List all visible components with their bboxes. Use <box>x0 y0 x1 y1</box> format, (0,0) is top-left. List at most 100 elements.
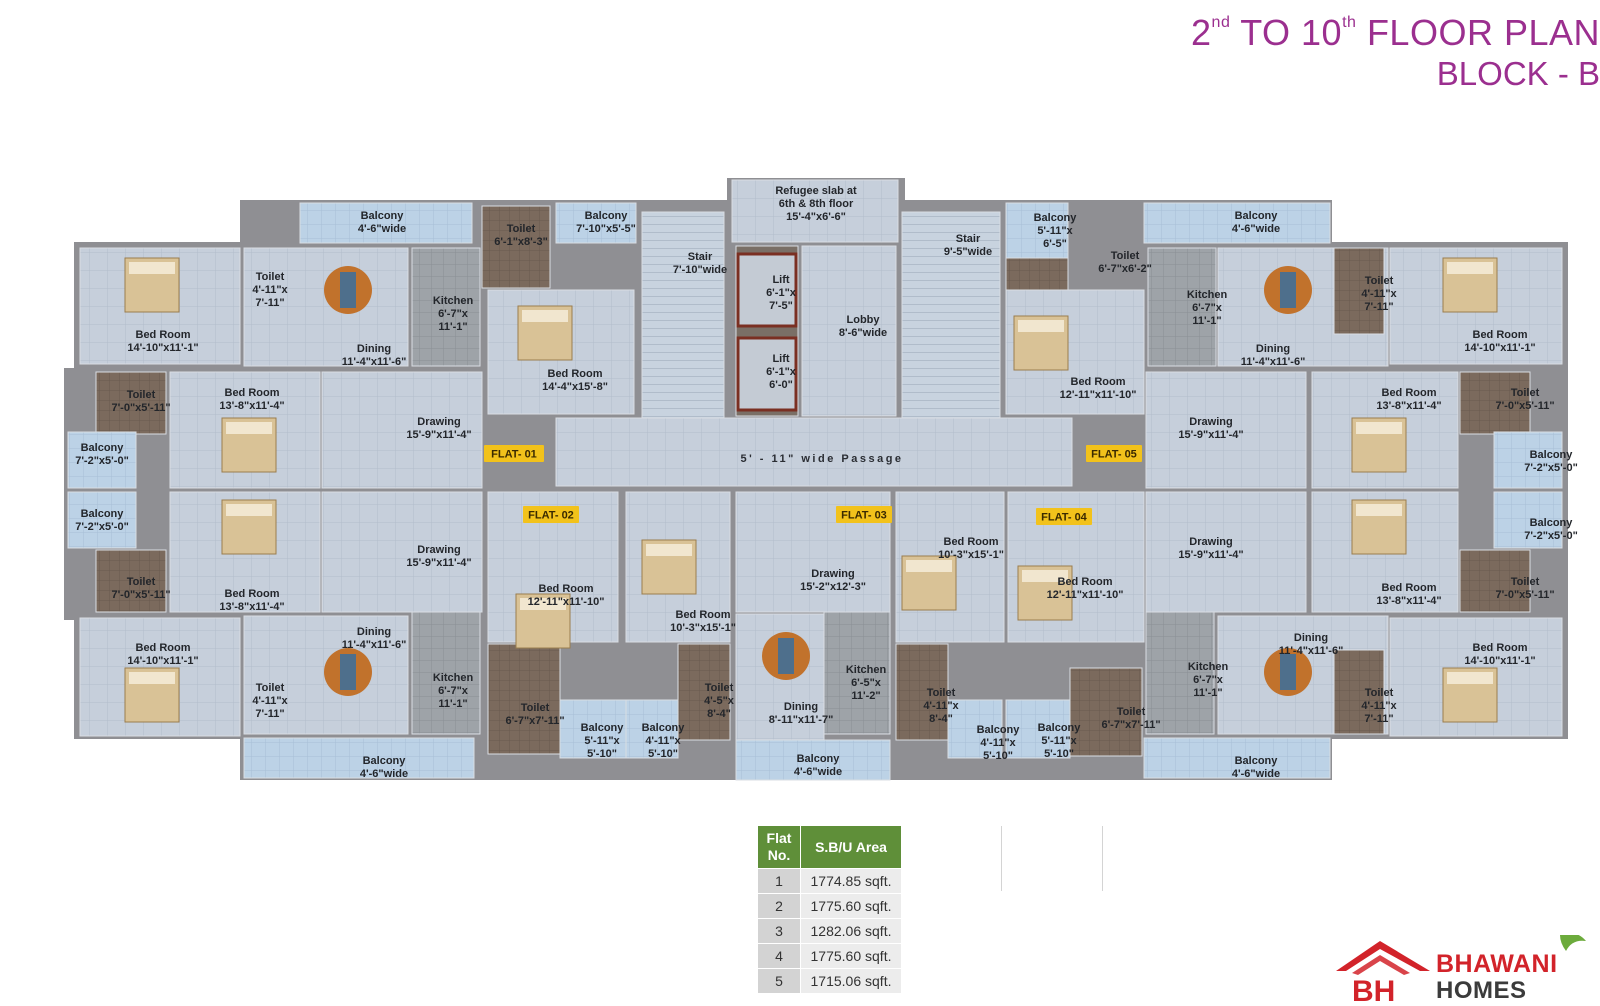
room-name: Balcony <box>363 755 407 767</box>
room-dimension: 13'-8"x11'-4" <box>219 400 284 412</box>
room-dimension: 4'-11"x <box>980 737 1016 749</box>
room-dimension: 7'-11" <box>1364 301 1393 313</box>
room-name: Toilet <box>1117 706 1146 718</box>
balcony-floor <box>1143 737 1331 779</box>
balcony-floor <box>625 699 679 759</box>
room-name: Balcony <box>81 442 125 454</box>
room-dimension: 6'-7"x <box>1192 302 1223 314</box>
balcony-floor <box>735 739 891 781</box>
room-dimension: 14'-10"x11'-1" <box>127 655 198 667</box>
bed-icon <box>1351 499 1407 555</box>
room-name: Toilet <box>256 682 285 694</box>
room-dimension: 14'-10"x11'-1" <box>1464 342 1535 354</box>
room-dimension: 12'-11"x11'-10" <box>528 596 605 608</box>
room-name: Bed Room <box>225 387 280 399</box>
room-dimension: 4'-6"wide <box>358 223 406 235</box>
room-dimension: 8'-4" <box>707 708 731 720</box>
room-name: Stair <box>956 233 981 245</box>
room-name: Balcony <box>1530 449 1574 461</box>
room-name: Toilet <box>1511 387 1540 399</box>
plan-title: 2nd TO 10th FLOOR PLAN BLOCK - B <box>1191 2 1600 94</box>
room-name: Bed Room <box>676 609 731 621</box>
flat-tag-label: FLAT- 01 <box>491 449 537 461</box>
room-dimension: 15'-9"x11'-4" <box>406 557 471 569</box>
flat-no-cell: 2 <box>757 893 801 919</box>
room-name: Bed Room <box>539 583 594 595</box>
room-name: Toilet <box>521 702 550 714</box>
room-name: Stair <box>688 251 713 263</box>
room-dimension: 7'-2"x5'-0" <box>1524 530 1578 542</box>
header-flat-no: Flat No. <box>757 825 801 869</box>
room-dimension: 15'-4"x6'-6" <box>786 211 846 223</box>
room-name: Kitchen <box>1188 661 1229 673</box>
balcony-floor <box>299 202 473 244</box>
bed-icon <box>517 305 573 361</box>
room-dimension: 14'-10"x11'-1" <box>1464 655 1535 667</box>
bed-icon <box>124 257 180 313</box>
room-name: Bed Room <box>548 368 603 380</box>
room-dimension: 15'-2"x12'-3" <box>800 581 866 593</box>
room-dimension: 11'-1" <box>438 698 467 710</box>
area-cell: 1774.85 sqft. <box>800 868 902 894</box>
room-name: Lobby <box>847 314 881 326</box>
drawing-floor <box>1145 491 1307 613</box>
balcony-floor <box>947 699 1003 759</box>
toilet-floor <box>95 371 167 435</box>
room-dimension: 4'-6"wide <box>360 768 408 780</box>
plan-title-line1: 2nd TO 10th FLOOR PLAN <box>1191 12 1600 53</box>
plan-title-block: BLOCK - B <box>1436 55 1600 92</box>
room-dimension: 5'-10" <box>1044 748 1074 760</box>
bed-icon <box>221 417 277 473</box>
dining-table-icon <box>324 266 372 314</box>
divider-line <box>1001 826 1002 891</box>
roof-icon <box>1336 941 1430 971</box>
room-dimension: 7'-0"x5'-11" <box>111 589 170 601</box>
room-dimension: 5'-11"x <box>1041 735 1077 747</box>
room-name: Balcony <box>361 210 405 222</box>
kitchen-floor <box>411 611 481 735</box>
room-dimension: 4'-11"x <box>252 695 288 707</box>
room-name: Drawing <box>417 416 460 428</box>
room-dimension: 7'-11" <box>255 297 284 309</box>
kitchen-floor <box>1147 247 1217 367</box>
room-name: Drawing <box>417 544 460 556</box>
room-dimension: 4'-5"x <box>704 695 735 707</box>
room-name: Balcony <box>1034 212 1078 224</box>
room-name: Kitchen <box>846 664 887 676</box>
room-name: Toilet <box>1111 250 1140 262</box>
toilet-floor <box>1459 549 1531 613</box>
room-name: Balcony <box>81 508 125 520</box>
room-name: Balcony <box>1235 755 1279 767</box>
lobby-floor <box>801 245 897 417</box>
room-dimension: 11'-1" <box>1192 315 1221 327</box>
room-dimension: 6'-1"x8'-3" <box>494 236 548 248</box>
brand-name-line2: HOMES <box>1436 977 1527 1004</box>
toilet-floor <box>1069 667 1143 757</box>
room-dimension: 8'-6"wide <box>839 327 887 339</box>
room-dimension: 6'-7"x6'-2" <box>1098 263 1152 275</box>
